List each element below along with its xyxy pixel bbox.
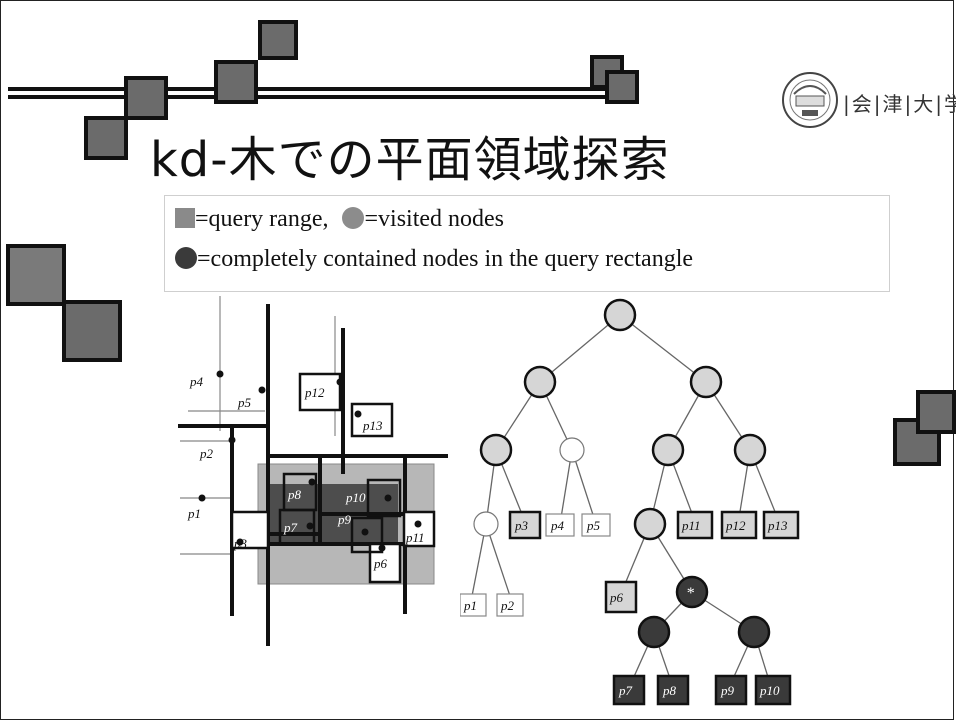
plane-point-label: p11 xyxy=(405,530,425,545)
tree-node-contained xyxy=(637,615,671,649)
decor-square xyxy=(84,116,128,160)
plane-point-label: p12 xyxy=(304,385,325,400)
plane-label-box xyxy=(298,372,342,412)
tree-leaf-label: p3 xyxy=(514,518,529,533)
decor-square xyxy=(258,20,298,60)
decor-square xyxy=(214,60,258,104)
tree-leaf-visited xyxy=(676,510,714,540)
tree-leaf-label: p6 xyxy=(609,590,624,605)
plane-label-box xyxy=(402,510,436,548)
tree-leaf-label: p4 xyxy=(550,518,565,533)
tree-leaf-contained xyxy=(612,674,646,706)
tree-leaf-label: p8 xyxy=(662,683,677,698)
university-seal-icon xyxy=(782,72,838,128)
legend-contained-label: =completely contained nodes in the query… xyxy=(197,246,694,272)
tree-node-visited xyxy=(733,433,767,467)
plane-point-label: p3 xyxy=(233,536,248,551)
slide-title: kd-木での平面領域探索 xyxy=(150,132,670,188)
decor-square xyxy=(916,390,956,434)
legend-box: =query range, =visited nodes =completely… xyxy=(164,195,890,292)
top-rail-line xyxy=(8,95,638,99)
tree-node-contained xyxy=(737,615,771,649)
star-marker: * xyxy=(686,585,694,602)
university-logo-text: |会|津|大|学 xyxy=(843,92,956,116)
plane-point-label: p5 xyxy=(237,395,252,410)
tree-leaf-contained xyxy=(656,674,690,706)
tree-leaf-visited xyxy=(508,510,542,540)
plane-point-label: p9 xyxy=(337,512,352,527)
tree-leaf-label: p9 xyxy=(720,683,735,698)
tree-node-visited xyxy=(689,365,723,399)
tree-leaf-label: p1 xyxy=(463,598,477,613)
tree-leaf-unvisited xyxy=(460,593,487,617)
plane-point-label: p2 xyxy=(199,446,214,461)
legend-line-1: =query range, =visited nodes xyxy=(175,206,504,233)
kd-tree-diagram: * p3 p4 p5 p11 p12 p13 p1 p2 p6 p7 p8 p9… xyxy=(460,298,800,706)
legend-visited-label: =visited nodes xyxy=(364,206,505,232)
decor-square xyxy=(124,76,168,120)
plane-point-label: p13 xyxy=(362,418,383,433)
tree-leaf-label: p2 xyxy=(500,598,515,613)
plane-point-label: p1 xyxy=(187,506,201,521)
tree-leaf-label: p10 xyxy=(759,683,780,698)
visited-node-swatch xyxy=(342,207,365,229)
decor-square xyxy=(6,244,66,306)
plane-point-label: p8 xyxy=(287,487,302,502)
tree-leaf-visited xyxy=(720,510,758,540)
top-rail-line xyxy=(8,87,638,91)
tree-leaf-unvisited xyxy=(496,593,524,617)
tree-leaf-visited xyxy=(604,580,638,614)
tree-node-visited xyxy=(603,298,637,332)
query-range-swatch xyxy=(175,208,195,228)
tree-leaf-contained xyxy=(714,674,748,706)
decor-square xyxy=(605,70,639,104)
plane-label-box xyxy=(350,402,394,438)
tree-leaf-label: p13 xyxy=(767,518,788,533)
tree-leaf-label: p12 xyxy=(725,518,746,533)
legend-query-range-label: =query range, xyxy=(195,206,329,232)
tree-node-unvisited xyxy=(559,437,585,463)
tree-node-visited xyxy=(479,433,513,467)
legend-line-2: =completely contained nodes in the query… xyxy=(175,246,693,273)
plane-label-box xyxy=(368,542,402,584)
plane-point-label: p4 xyxy=(189,374,204,389)
kd-plane-diagram: p4 p5 p12 p13 p2 p1 p8 p10 p7 p9 p3 p11 … xyxy=(178,296,448,646)
tree-node-visited xyxy=(523,365,557,399)
plane-point-label: p10 xyxy=(345,490,366,505)
tree-leaf-label: p5 xyxy=(586,518,601,533)
tree-leaf-label: p11 xyxy=(681,518,701,533)
tree-node-unvisited xyxy=(473,511,499,537)
plane-point-label: p6 xyxy=(373,556,388,571)
tree-leaf-label: p7 xyxy=(618,683,633,698)
tree-leaf-contained xyxy=(754,674,792,706)
contained-node-swatch xyxy=(175,247,197,269)
tree-leaf-unvisited xyxy=(545,513,575,537)
tree-leaf-visited xyxy=(762,510,800,540)
tree-node-visited xyxy=(651,433,685,467)
tree-node-visited xyxy=(633,507,667,541)
tree-node-contained xyxy=(675,575,709,609)
university-logo xyxy=(780,70,840,135)
decor-square xyxy=(62,300,122,362)
plane-point-label: p7 xyxy=(283,520,298,535)
tree-leaf-unvisited xyxy=(581,513,611,537)
